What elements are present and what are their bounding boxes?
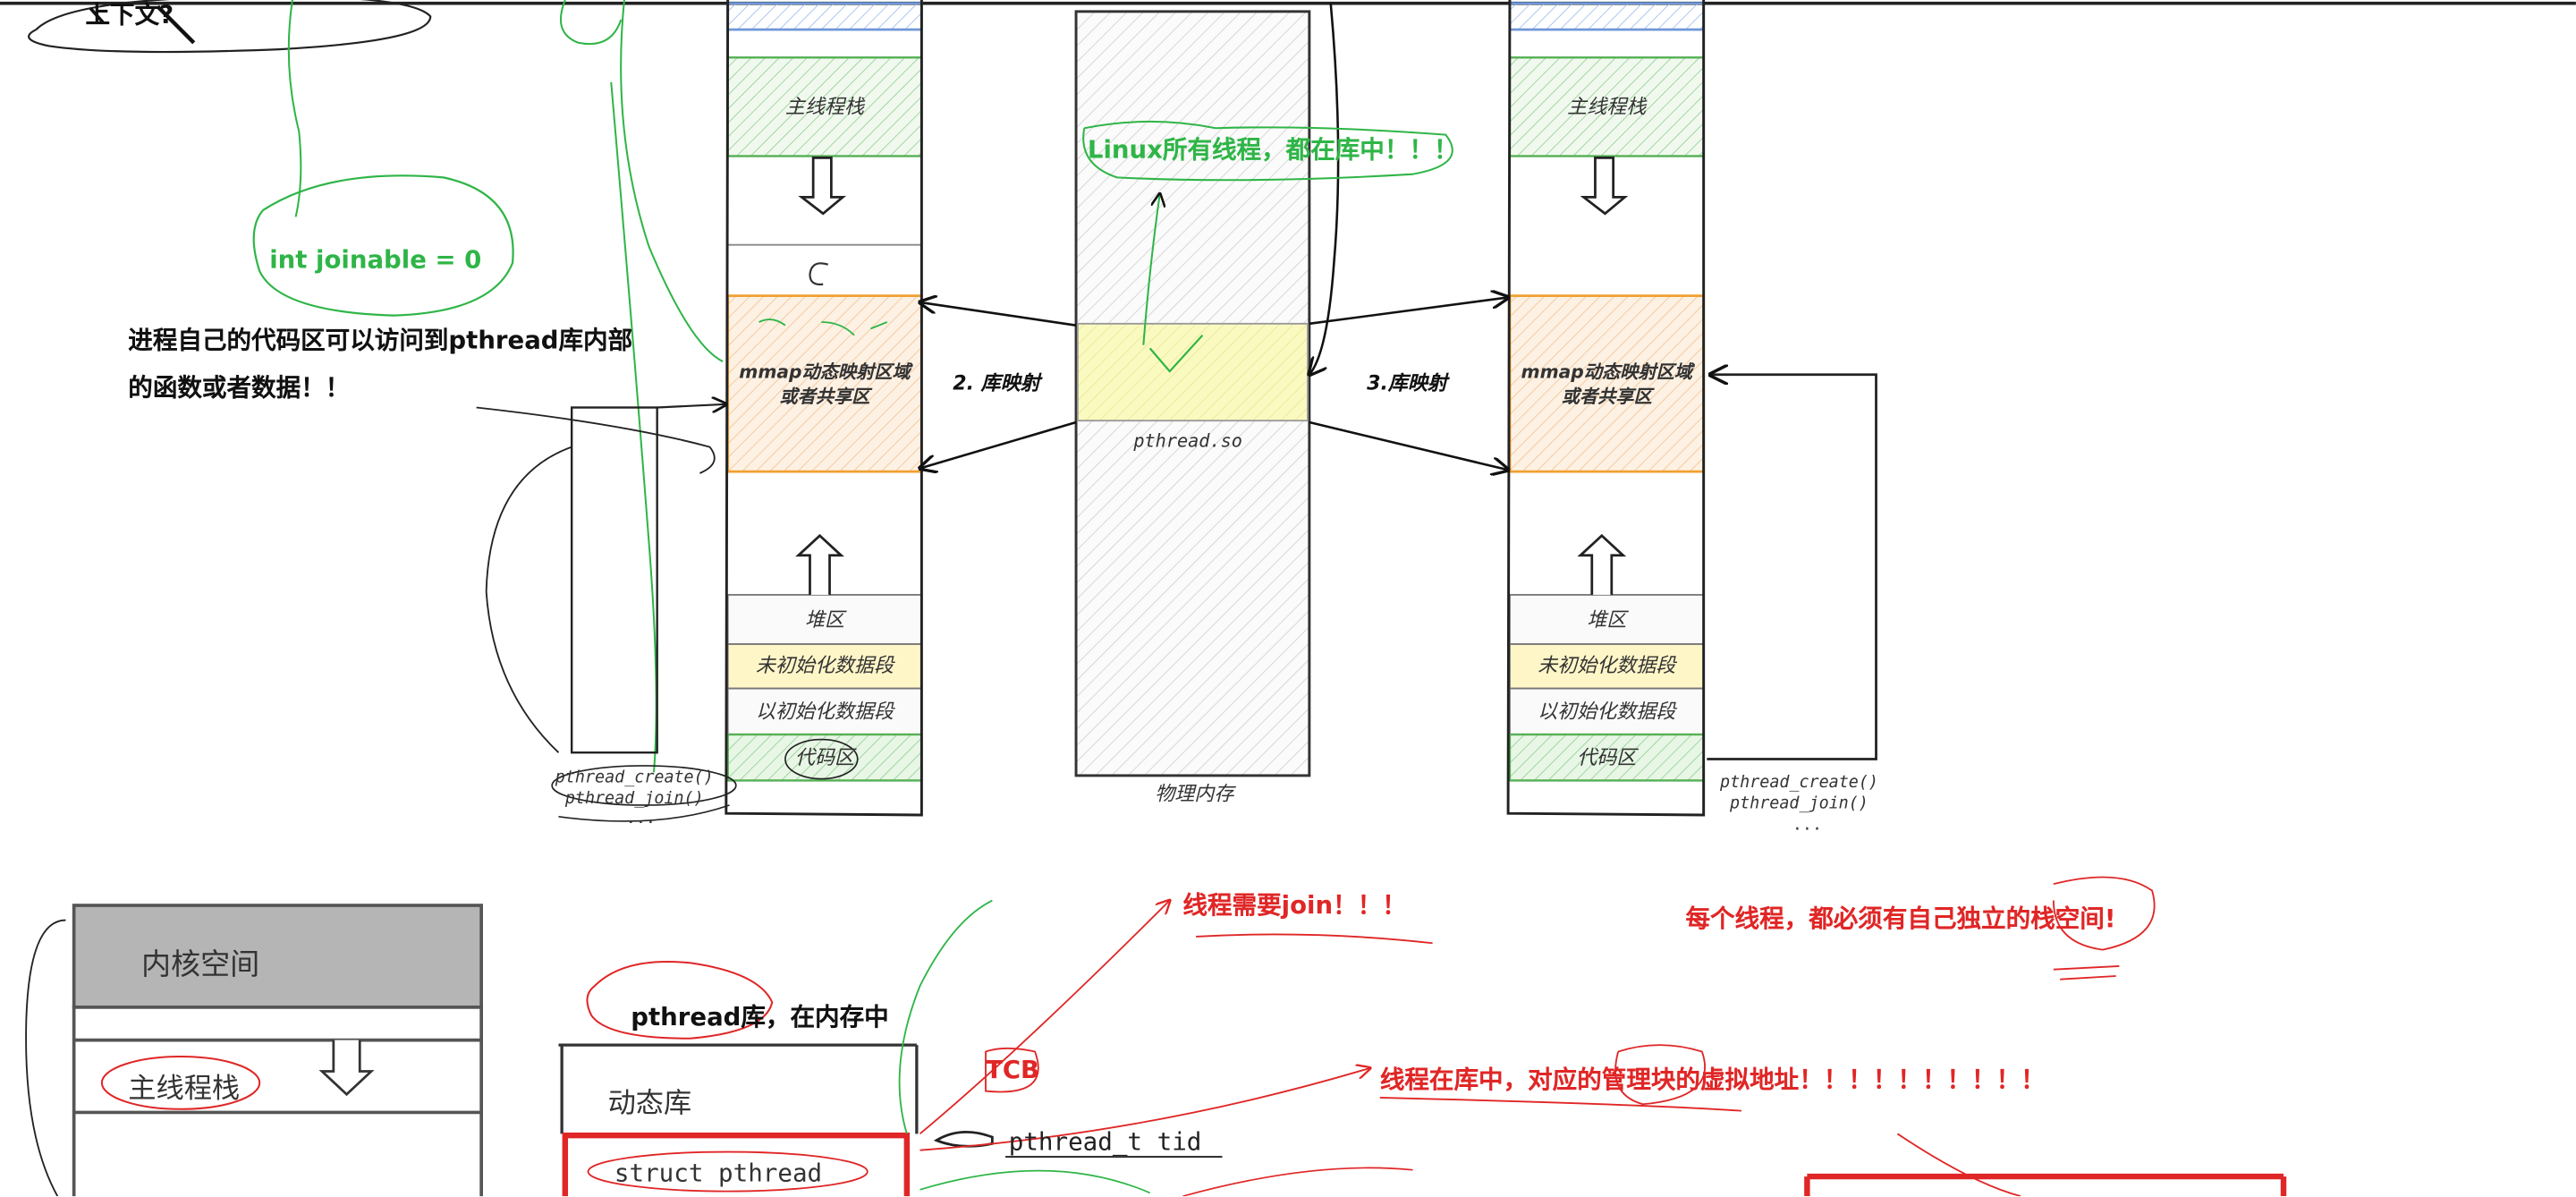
physical-memory: [920, 3, 1509, 777]
left-sketches: [28, 0, 888, 822]
left-mmap-region: mmap动态映射区域 或者共享区: [739, 361, 911, 407]
right-bss: 未初始化数据段: [1538, 654, 1676, 677]
red-annotations: [919, 876, 2156, 1197]
right-main-stack: 主线程栈: [1567, 94, 1647, 118]
tid-label: pthread_t tid: [1008, 1126, 1202, 1158]
own-stack-note: 每个线程，都必须有自己独立的栈空间!: [1685, 904, 2116, 934]
kernel-box: [25, 904, 483, 1197]
right-api-create: pthread_create(): [1720, 774, 1878, 793]
dynamic-library-label: 动态库: [607, 1087, 692, 1121]
code-access-note-2: 的函数或者数据！！: [128, 372, 351, 403]
struct-pthread-label: struct pthread: [614, 1158, 823, 1188]
left-process: [724, 0, 923, 817]
right-heap: 堆区: [1587, 607, 1627, 631]
left-heap: 堆区: [804, 607, 845, 631]
map-label-3: 3.库映射: [1367, 371, 1447, 395]
pthread-so-label: pthread.so: [1133, 430, 1242, 453]
left-code: 代码区: [794, 744, 855, 768]
left-bss: 未初始化数据段: [755, 654, 894, 677]
left-data: 以初始化数据段: [755, 699, 894, 723]
tcb-note: TCB: [986, 1055, 1040, 1085]
right-code: 代码区: [1577, 744, 1637, 768]
all-threads-note: Linux所有线程，都在库中！！！: [1087, 134, 1459, 165]
kernel-space-label: 内核空间: [140, 947, 260, 983]
mgmt-address-note: 线程在库中，对应的管理块的虚拟地址！！！！！！！！！！: [1379, 1065, 2046, 1095]
code-access-note-1: 进程自己的代码区可以访问到pthread库内部: [128, 325, 633, 355]
joinable-note: int joinable = 0: [269, 244, 482, 275]
bottom-main-stack-label: 主线程栈: [128, 1073, 241, 1107]
right-mmap-region: mmap动态映射区域 或者共享区: [1521, 361, 1693, 407]
need-join-note: 线程需要join！！！: [1182, 890, 1407, 921]
right-data: 以初始化数据段: [1538, 699, 1676, 723]
lib-in-memory-note: pthread库，在内存中: [631, 1002, 889, 1032]
left-api-more: ...: [625, 810, 656, 828]
map-label-2: 2. 库映射: [953, 371, 1040, 395]
physical-memory-label: 物理内存: [1155, 782, 1234, 805]
left-api-join: pthread_join(): [564, 790, 704, 809]
library-annotation: [1082, 120, 1453, 373]
right-api-join: pthread_join(): [1730, 794, 1868, 814]
left-main-stack: 主线程栈: [784, 94, 865, 118]
library-box: [558, 899, 2287, 1197]
right-process: [1506, 0, 1877, 817]
right-api-more: ...: [1792, 816, 1823, 836]
context-label: 上下文?: [85, 0, 174, 30]
left-api-create: pthread_create(): [555, 768, 714, 787]
